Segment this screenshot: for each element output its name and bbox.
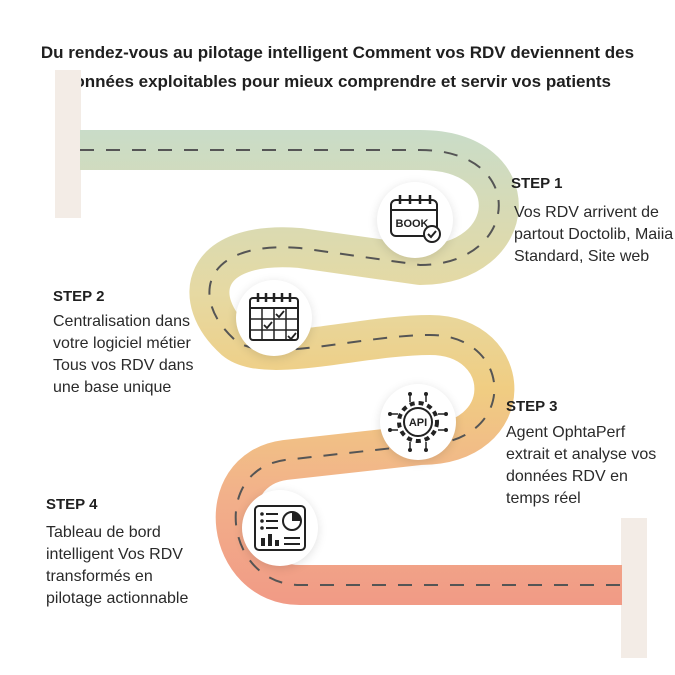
start-post bbox=[55, 70, 81, 218]
end-post bbox=[621, 518, 647, 658]
step-1-description: Vos RDV arrivent de partout Doctolib, Ma… bbox=[514, 204, 674, 265]
step-2-icon-circle bbox=[236, 280, 312, 356]
step-2-title: STEP 2 bbox=[53, 288, 105, 305]
step-3-description: Agent OphtaPerf extrait et analyse vos d… bbox=[506, 424, 657, 507]
step-2-description: Centralisation dans votre logiciel métie… bbox=[53, 313, 194, 396]
step-3-title: STEP 3 bbox=[506, 398, 558, 415]
dashboard-icon bbox=[254, 505, 306, 551]
book-label: BOOK bbox=[396, 218, 429, 230]
road-center-dashes bbox=[80, 149, 622, 586]
step-4-icon-circle bbox=[242, 490, 318, 566]
step-4-title: STEP 4 bbox=[46, 496, 98, 513]
step-3-icon-circle: API bbox=[380, 384, 456, 460]
page-title: Du rendez-vous au pilotage intelligent C… bbox=[40, 43, 635, 91]
calendar-book-icon: BOOK bbox=[390, 195, 441, 243]
api-gear-icon: API bbox=[388, 392, 448, 452]
calendar-grid-icon bbox=[249, 293, 299, 341]
api-label: API bbox=[409, 417, 427, 429]
step-1-icon-circle: BOOK bbox=[377, 182, 453, 258]
step-1-title: STEP 1 bbox=[511, 175, 563, 192]
step-4-description: Tableau de bord intelligent Vos RDV tran… bbox=[46, 524, 189, 607]
